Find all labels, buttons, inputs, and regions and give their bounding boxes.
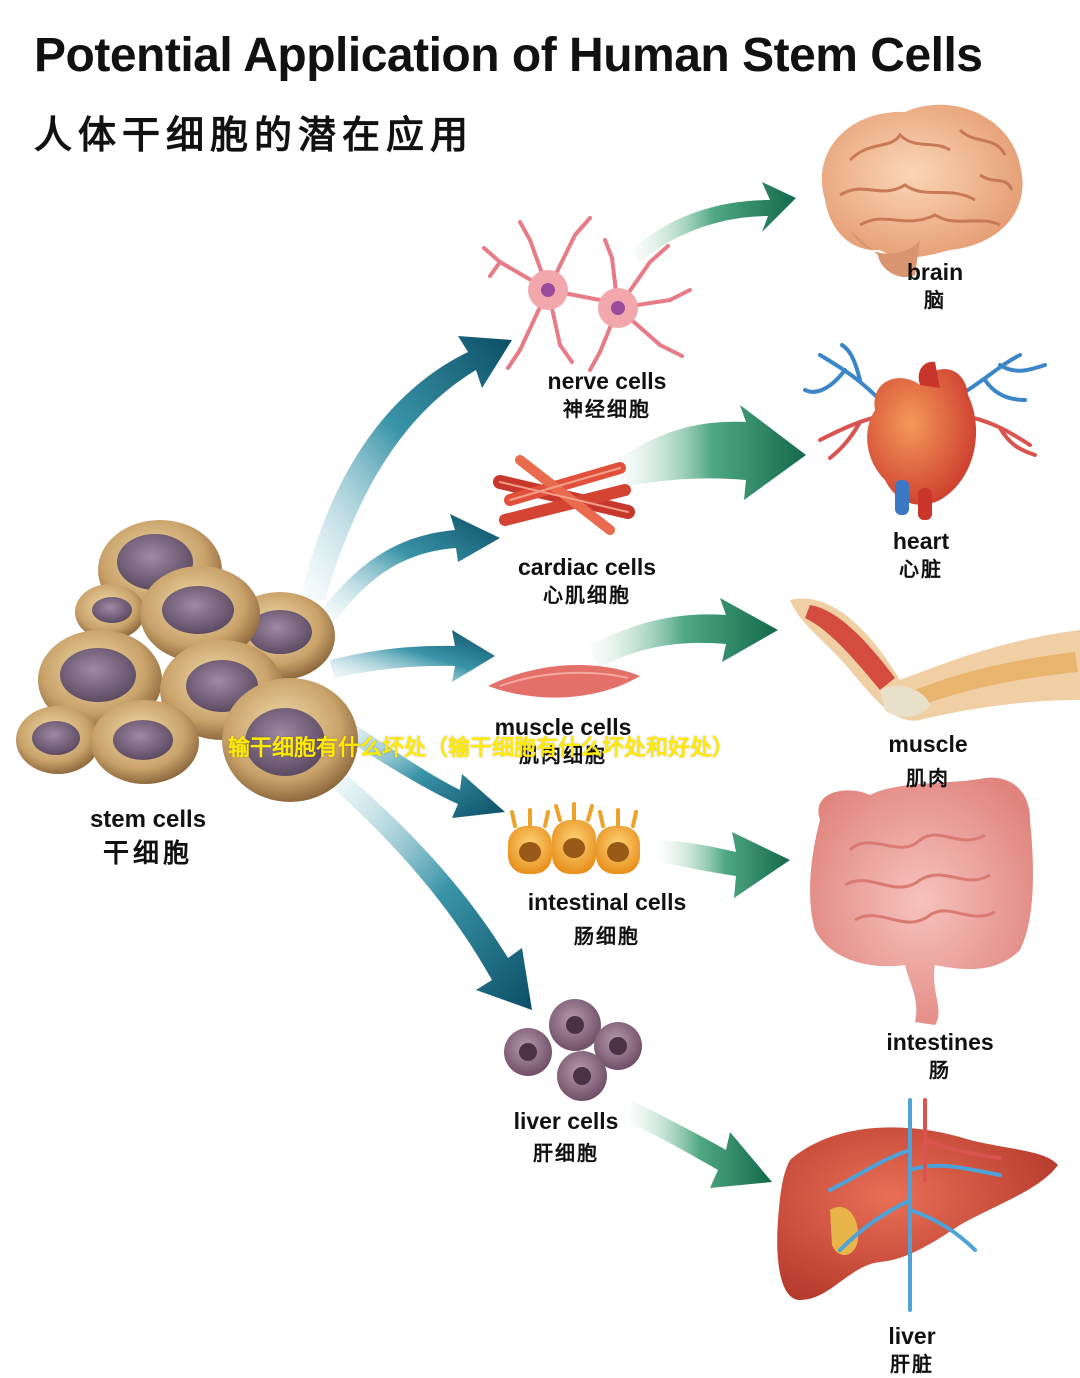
liver-label: liver 肝脏 <box>888 1322 935 1378</box>
intestines-label-zh: 肠 <box>929 1058 951 1082</box>
nerve-cells-label-zh: 神经细胞 <box>562 397 651 421</box>
cardiac-cells-illustration <box>493 455 635 535</box>
heart-illustration <box>803 343 1047 520</box>
arrow-to-cardiac-cells <box>320 514 500 620</box>
heart-label: heart 心脏 <box>893 527 949 583</box>
intestinal-cells-label-en: intestinal cells <box>527 889 687 915</box>
arrow-to-brain <box>632 182 796 262</box>
liver-cells-label-en: liver cells <box>513 1108 619 1134</box>
muscle-cells-label: muscle cells 肌肉细胞 <box>495 713 632 769</box>
stem-cells-illustration <box>16 520 358 802</box>
stem-to-cells-arrows <box>300 336 532 1010</box>
nerve-cells-illustration <box>482 216 692 372</box>
arrow-to-nerve-cells <box>300 336 512 600</box>
muscle-cells-label-en: muscle cells <box>494 714 632 740</box>
arrow-to-muscle-cells <box>330 630 495 682</box>
muscle-cells-label-zh: 肌肉细胞 <box>519 743 607 767</box>
brain-label-zh: 脑 <box>923 288 946 312</box>
arrow-to-intestinal-cells <box>330 712 505 818</box>
brain-illustration <box>821 104 1023 278</box>
cells-to-organs-arrows <box>590 182 806 1188</box>
nerve-cells-label: nerve cells 神经细胞 <box>548 367 667 423</box>
liver-label-en: liver <box>888 1323 936 1349</box>
intestinal-cells-label: intestinal cells 肠细胞 <box>528 888 687 950</box>
arrow-to-liver-cells <box>322 760 532 1010</box>
muscle-label: muscle 肌肉 <box>888 730 967 792</box>
arrow-to-intestines <box>660 832 790 898</box>
liver-label-zh: 肝脏 <box>889 1352 934 1376</box>
stem-cells-label-en: stem cells <box>89 806 207 833</box>
muscle-cells-illustration <box>488 665 640 698</box>
nerve-cells-label-en: nerve cells <box>547 368 667 394</box>
intestinal-cells-label-zh: 肠细胞 <box>573 924 640 948</box>
arrow-to-liver <box>628 1100 772 1188</box>
page-title: Potential Application of Human Stem Cell… <box>34 29 983 82</box>
heart-label-en: heart <box>892 528 950 554</box>
arrow-to-muscle <box>590 598 778 668</box>
muscle-label-zh: 肌肉 <box>905 766 950 790</box>
arm-muscle-illustration <box>790 598 1080 721</box>
page-subtitle-chinese: 人体干细胞的潜在应用 <box>34 113 475 157</box>
liver-cells-illustration <box>504 999 642 1101</box>
liver-cells-label: liver cells 肝细胞 <box>514 1107 619 1167</box>
cardiac-cells-label-en: cardiac cells <box>517 554 657 580</box>
muscle-label-en: muscle <box>888 731 968 757</box>
stem-cells-label: stem cells 干细胞 <box>90 806 206 868</box>
intestinal-cells-illustration <box>508 802 640 874</box>
stem-cells-label-zh: 干细胞 <box>102 839 194 869</box>
intestines-label-en: intestines <box>886 1029 994 1055</box>
brain-label: brain 脑 <box>907 258 963 314</box>
cardiac-cells-label: cardiac cells 心肌细胞 <box>518 553 656 609</box>
liver-cells-label-zh: 肝细胞 <box>532 1141 599 1165</box>
cardiac-cells-label-zh: 心肌细胞 <box>542 583 631 607</box>
intestines-label: intestines 肠 <box>886 1028 993 1084</box>
liver-illustration <box>777 1098 1058 1312</box>
heart-label-zh: 心脏 <box>899 557 943 581</box>
arrow-to-heart <box>618 405 806 500</box>
brain-label-en: brain <box>906 259 964 285</box>
overlay-caption: 输干细胞有什么坏处（输干细胞有什么坏处和好处） <box>228 736 735 761</box>
intestines-illustration <box>810 777 1033 1025</box>
